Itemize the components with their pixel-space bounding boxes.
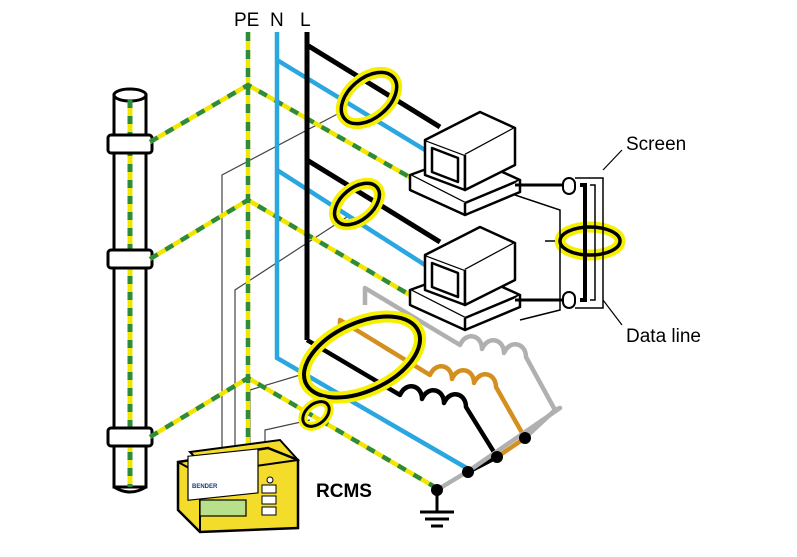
data-line-cable [514,177,604,321]
label-data-line: Data line [626,326,701,347]
rcms-brand-text: BENDER [192,484,218,490]
label-n: N [270,10,284,31]
label-rcms: RCMS [316,481,372,502]
current-transformer-data [554,221,626,261]
rcms-device [176,438,300,534]
ground-symbol [420,490,454,528]
current-transformer-2 [329,177,385,231]
current-transformer-main [298,310,426,404]
earthing-pole [106,87,154,494]
label-pe: PE [234,10,259,31]
neutral-conductors [274,32,472,472]
terminal-dots [431,432,531,496]
label-leaders [602,149,623,326]
computer-2 [408,225,522,332]
load-windings [305,285,563,492]
current-transformer-1 [335,66,403,130]
computer-1 [408,110,522,217]
current-transformer-pe [298,397,334,431]
pe-conductors [148,32,442,500]
label-l: L [300,10,311,31]
label-screen: Screen [626,134,686,155]
